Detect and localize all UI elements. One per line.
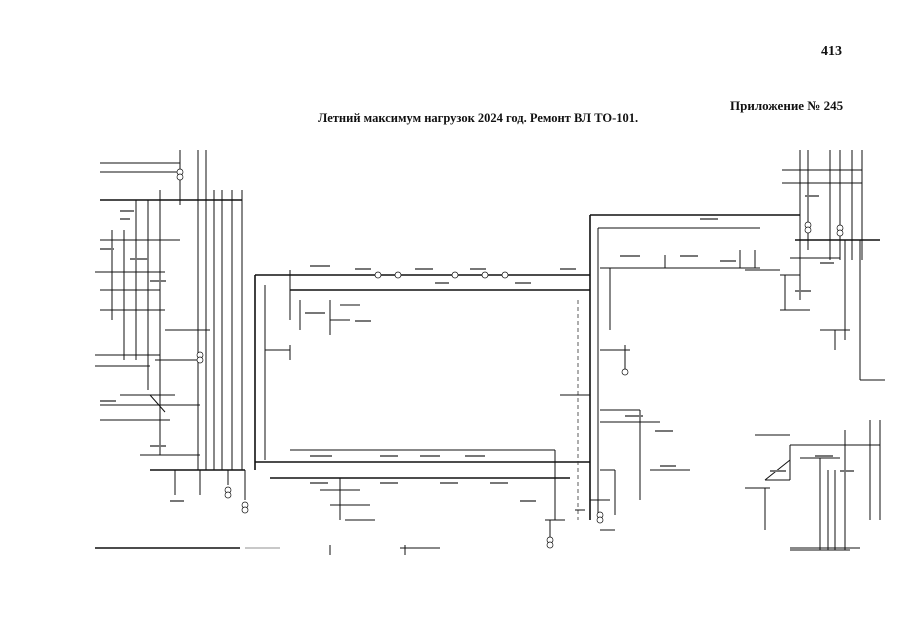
right-region: [745, 150, 885, 550]
left-feeders: [95, 150, 249, 514]
right-center: [560, 214, 800, 531]
bottom-edge: [95, 547, 850, 551]
page-number: 413: [821, 44, 842, 59]
annotation-marks: [100, 195, 854, 502]
appendix-label: Приложение № 245: [730, 98, 844, 113]
page-title: Летний максимум нагрузок 2024 год. Ремон…: [318, 111, 639, 125]
central-ring: [254, 270, 590, 555]
